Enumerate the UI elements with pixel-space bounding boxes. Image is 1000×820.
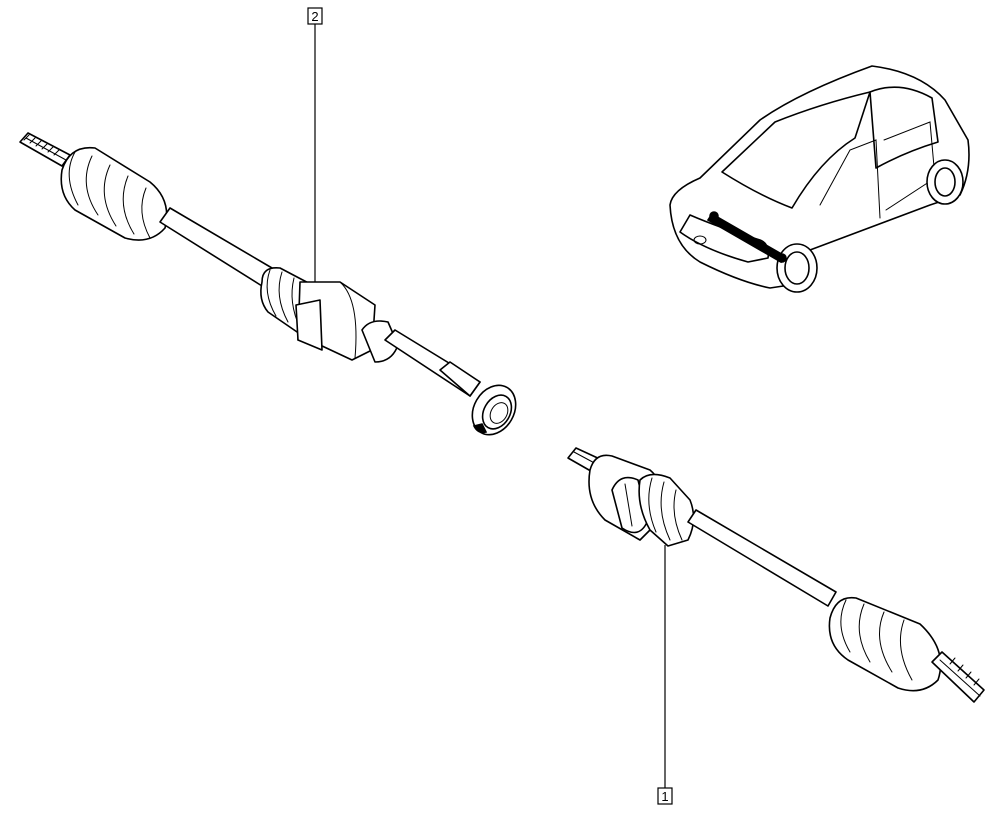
callout-1-group: 1 xyxy=(657,545,673,805)
right-shaft-spline-end-outer xyxy=(931,651,985,703)
callout-1-label: 1 xyxy=(661,789,668,804)
left-inner-stub-shaft xyxy=(384,329,481,397)
right-outer-cv-boot xyxy=(828,596,942,692)
callout-1-box xyxy=(657,787,673,805)
left-inner-joint-housing xyxy=(295,281,399,363)
left-outer-cv-boot xyxy=(60,146,168,241)
right-inner-cv-boot xyxy=(638,473,695,547)
callout-2-label: 2 xyxy=(311,9,318,24)
hatchback-car-drawing xyxy=(669,65,970,293)
left-driveshaft-drawing xyxy=(19,132,517,436)
left-intermediate-bar xyxy=(159,207,273,287)
left-oil-seal-ring xyxy=(471,384,517,436)
left-shaft-spline-end xyxy=(19,132,71,167)
right-intermediate-bar xyxy=(687,509,837,607)
right-driveshaft-drawing xyxy=(567,447,985,703)
callout-2-group: 2 xyxy=(307,7,323,282)
